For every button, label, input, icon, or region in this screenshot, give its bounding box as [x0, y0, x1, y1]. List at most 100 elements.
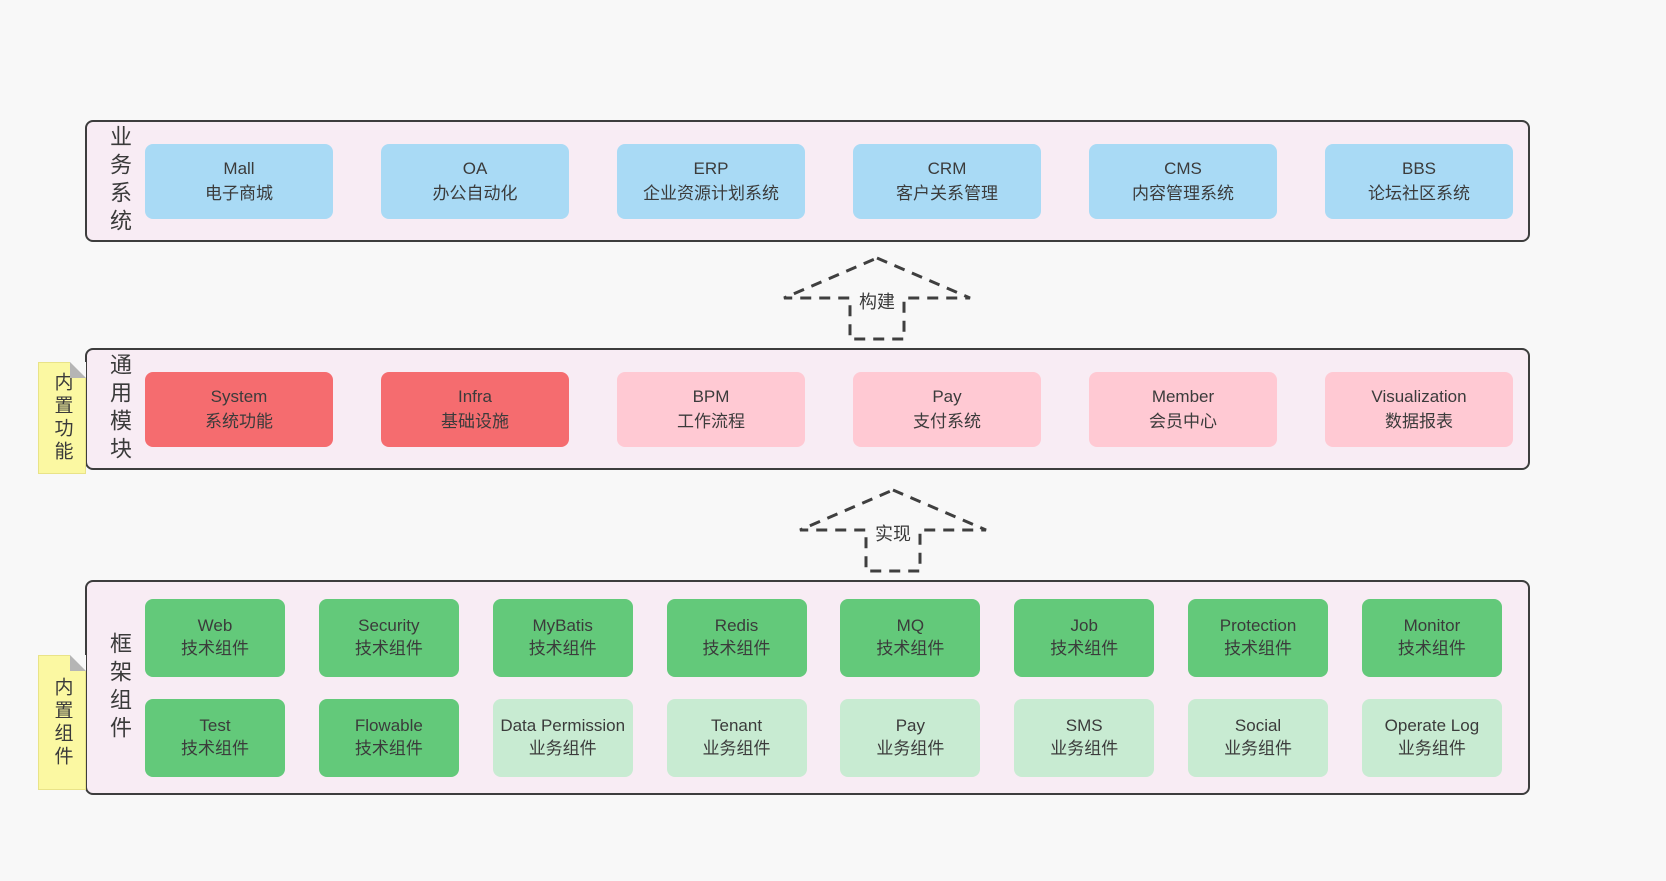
box-subtitle: 基础设施	[441, 412, 509, 431]
band-label-common-modules: 通用模块	[107, 353, 132, 465]
box-subtitle: 技术组件	[354, 638, 423, 658]
box-protection: Protection 技术组件	[1188, 598, 1329, 677]
box-title: Web	[197, 615, 233, 635]
box-erp: ERP 企业资源计划系统	[617, 143, 805, 219]
box-subtitle: 支付系统	[913, 412, 981, 431]
arrow-build: 构建	[782, 256, 972, 342]
box-title: Redis	[714, 615, 759, 635]
dashed-up-arrow-icon	[799, 488, 987, 573]
box-crm: CRM 客户关系管理	[853, 143, 1041, 219]
box-security: Security 技术组件	[318, 598, 459, 677]
box-subtitle: 数据报表	[1385, 412, 1453, 431]
box-visualization: Visualization 数据报表	[1325, 371, 1513, 447]
box-subtitle: 技术组件	[1397, 638, 1466, 658]
box-title: Security	[358, 615, 420, 635]
box-title: CMS	[1164, 158, 1202, 178]
box-subtitle: 工作流程	[677, 412, 745, 431]
box-flowable: Flowable 技术组件	[318, 698, 459, 777]
box-subtitle: 技术组件	[181, 638, 249, 658]
box-title: Tenant	[711, 715, 763, 735]
box-data-permission: Data Permission 业务组件	[492, 698, 633, 777]
band-business-systems-content: Mall 电子商城 OA 办公自动化 ERP 企业资源计划系统 CRM 客户关系…	[145, 143, 1513, 219]
box-subtitle: 技术组件	[181, 738, 249, 758]
box-subtitle: 客户关系管理	[896, 184, 998, 203]
note-built-in-components: 内置组件	[38, 655, 86, 790]
box-title: Mall	[223, 158, 255, 178]
box-subtitle: 论坛社区系统	[1368, 184, 1470, 203]
box-sms: SMS 业务组件	[1014, 698, 1155, 777]
box-title: MQ	[896, 615, 925, 635]
box-title: Data Permission	[500, 715, 626, 735]
box-social: Social 业务组件	[1188, 698, 1329, 777]
box-subtitle: 技术组件	[702, 638, 771, 658]
box-subtitle: 技术组件	[1224, 638, 1293, 658]
box-bpm: BPM 工作流程	[617, 371, 805, 447]
box-title: Protection	[1219, 615, 1297, 635]
box-title: Social	[1234, 715, 1282, 735]
box-subtitle: 系统功能	[205, 412, 273, 431]
box-title: Infra	[457, 386, 493, 406]
band-business-systems: 业务系统 Mall 电子商城 OA 办公自动化 ERP 企业资源计划系统 CRM…	[85, 120, 1530, 242]
box-member: Member 会员中心	[1089, 371, 1277, 447]
band-framework-components: 框架组件 Web 技术组件 Security 技术组件 MyBatis 技术组件…	[85, 580, 1530, 795]
box-title: Member	[1151, 386, 1215, 406]
box-title: CRM	[927, 158, 967, 178]
box-title: Operate Log	[1384, 715, 1480, 735]
box-subtitle: 技术组件	[528, 638, 597, 658]
box-mybatis: MyBatis 技术组件	[492, 598, 633, 677]
box-pay-business: Pay 业务组件	[840, 698, 981, 777]
box-subtitle: 技术组件	[1050, 638, 1119, 658]
box-tenant: Tenant 业务组件	[666, 698, 807, 777]
box-subtitle: 业务组件	[702, 738, 771, 758]
box-subtitle: 会员中心	[1149, 412, 1217, 431]
box-title: Test	[199, 715, 231, 735]
box-title: MyBatis	[532, 615, 593, 635]
box-mq: MQ 技术组件	[840, 598, 981, 677]
arrow-implement: 实现	[798, 488, 988, 574]
arrow-implement-label: 实现	[870, 520, 916, 546]
band-label-business-systems: 业务系统	[107, 125, 132, 237]
box-title: Pay	[932, 386, 962, 406]
box-redis: Redis 技术组件	[666, 598, 807, 677]
box-subtitle: 业务组件	[528, 738, 597, 758]
box-subtitle: 内容管理系统	[1132, 184, 1234, 203]
box-title: System	[210, 386, 268, 406]
dashed-up-arrow-icon	[783, 256, 971, 341]
framework-row-1: Web 技术组件 Security 技术组件 MyBatis 技术组件 Redi…	[145, 598, 1502, 677]
box-system: System 系统功能	[145, 371, 333, 447]
note-built-in-features-label: 内置功能	[51, 372, 73, 464]
box-subtitle: 业务组件	[1397, 738, 1466, 758]
note-built-in-components-label: 内置组件	[51, 676, 73, 769]
box-infra: Infra 基础设施	[381, 371, 569, 447]
framework-row-2: Test 技术组件 Flowable 技术组件 Data Permission …	[145, 698, 1502, 777]
box-title: SMS	[1065, 715, 1103, 735]
box-subtitle: 电子商城	[205, 184, 273, 203]
box-subtitle: 技术组件	[354, 738, 423, 758]
box-subtitle: 业务组件	[1050, 738, 1119, 758]
box-test: Test 技术组件	[145, 698, 285, 777]
box-job: Job 技术组件	[1014, 598, 1155, 677]
box-title: BPM	[692, 386, 730, 406]
box-bbs: BBS 论坛社区系统	[1325, 143, 1513, 219]
box-mall: Mall 电子商城	[145, 143, 333, 219]
box-oa: OA 办公自动化	[381, 143, 569, 219]
box-web: Web 技术组件	[145, 598, 285, 677]
note-built-in-features: 内置功能	[38, 362, 86, 474]
box-title: Monitor	[1403, 615, 1461, 635]
box-subtitle: 办公自动化	[432, 184, 518, 203]
box-title: ERP	[693, 158, 729, 178]
box-title: Job	[1070, 615, 1098, 635]
box-subtitle: 业务组件	[1224, 738, 1293, 758]
box-title: Visualization	[1371, 386, 1467, 406]
box-pay-system: Pay 支付系统	[853, 371, 1041, 447]
box-title: Flowable	[354, 715, 423, 735]
arrow-build-label: 构建	[854, 288, 900, 314]
box-cms: CMS 内容管理系统	[1089, 143, 1277, 219]
box-title: Pay	[895, 715, 926, 735]
box-subtitle: 业务组件	[876, 738, 945, 758]
box-subtitle: 技术组件	[876, 638, 945, 658]
box-title: BBS	[1401, 158, 1437, 178]
band-common-modules: 通用模块 System 系统功能 Infra 基础设施 BPM 工作流程 Pay…	[85, 348, 1530, 470]
band-framework-components-content: Web 技术组件 Security 技术组件 MyBatis 技术组件 Redi…	[145, 598, 1502, 777]
